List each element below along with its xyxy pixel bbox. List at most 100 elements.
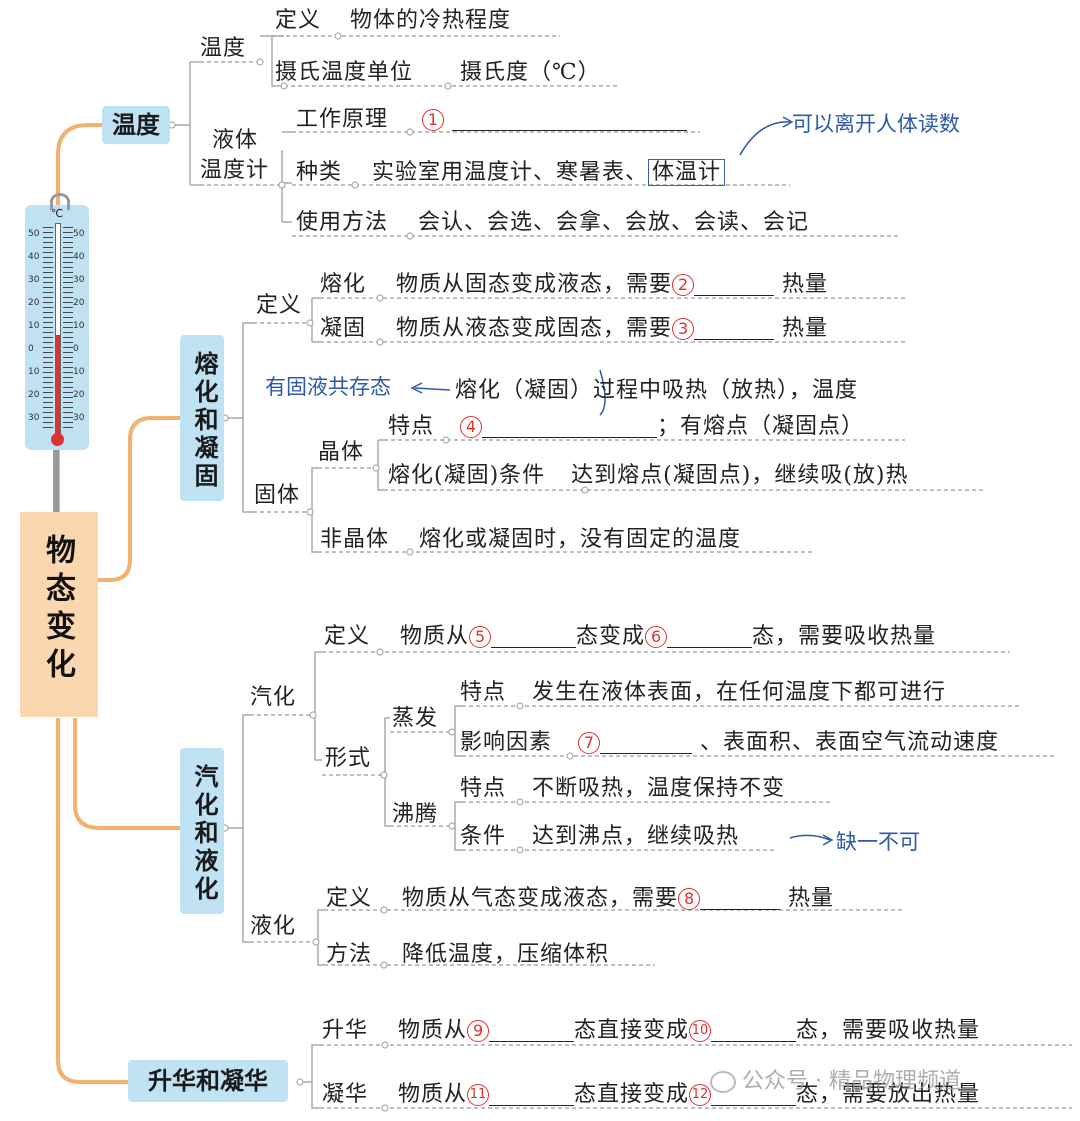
blank-number-12: 12 — [689, 1084, 712, 1106]
section-vaporization: 汽化和液化 — [180, 748, 224, 914]
liquefy-method-row: 方法 降低温度，压缩体积 — [326, 942, 609, 968]
types-key: 种类 — [296, 160, 343, 185]
note-clinical: 可以离开人体读数 — [792, 112, 960, 136]
blank-number-8: 8 — [678, 888, 701, 910]
answer-blank-10[interactable] — [711, 1021, 797, 1042]
section-sublimation-label: 升华和凝华 — [148, 1067, 268, 1095]
liquefy-label: 液化 — [250, 914, 297, 939]
liquefy-method-key: 方法 — [326, 942, 373, 967]
melt-key: 熔化 — [320, 272, 367, 297]
wendu-def-key: 定义 — [275, 8, 322, 33]
boil-cond-key: 条件 — [460, 824, 507, 849]
solidify-val: 物质从液态变成固态，需要 — [396, 316, 673, 341]
answer-blank-3[interactable] — [694, 319, 775, 340]
answer-blank-8[interactable] — [700, 889, 781, 910]
answer-blank-4[interactable] — [482, 417, 658, 438]
amorphous-val: 熔化或凝固时，没有固定的温度 — [419, 527, 742, 552]
answer-blank-12[interactable] — [711, 1085, 797, 1106]
answer-blank-2[interactable] — [694, 275, 775, 296]
deposition-a: 物质从 — [398, 1082, 468, 1107]
solidify-key: 凝固 — [320, 316, 367, 341]
crystal-cond-key: 熔化(凝固)条件 — [388, 463, 546, 488]
section-melting: 熔化和凝固 — [180, 335, 224, 501]
section-temperature: 温度 — [102, 106, 170, 144]
thermometer-stem — [53, 450, 59, 512]
vaporize-def-a: 物质从 — [400, 624, 470, 649]
principle-key: 工作原理 — [296, 107, 389, 132]
wendu-label: 温度 — [200, 36, 247, 61]
types-boxed: 体温计 — [648, 159, 726, 186]
sublimation-key: 升华 — [322, 1018, 369, 1043]
evap-feature-val: 发生在液体表面，在任何温度下都可进行 — [532, 680, 947, 705]
answer-blank-5[interactable] — [491, 627, 577, 648]
blank-number-1: 1 — [422, 109, 445, 131]
crystal-feature-tail: ；有熔点（凝固点） — [657, 414, 865, 439]
blank-number-6: 6 — [645, 626, 668, 648]
usage-key: 使用方法 — [296, 210, 389, 235]
usage-val: 会认、会选、会拿、会放、会读、会记 — [418, 210, 810, 235]
answer-blank-9[interactable] — [489, 1021, 575, 1042]
thermometer-hanger — [50, 193, 70, 210]
crystal-label: 晶体 — [318, 440, 365, 465]
sublimation-b: 态直接变成 — [574, 1018, 690, 1043]
types-val: 实验室用温度计、寒暑表、 — [372, 160, 649, 185]
liquefy-def-val: 物质从气态变成液态，需要 — [402, 886, 679, 911]
answer-blank-11[interactable] — [489, 1085, 575, 1106]
form-label: 形式 — [325, 746, 372, 771]
thermometer-scale-right: 50 40 30 20 10 0 10 20 30 — [73, 229, 85, 423]
deposition-key: 凝华 — [322, 1082, 369, 1107]
blank-number-5: 5 — [469, 626, 492, 648]
vaporize-def-key: 定义 — [324, 624, 371, 649]
process-text: 熔化（凝固）过程中吸热（放热），温度 — [455, 378, 859, 403]
wendu-unit-key: 摄氏温度单位 — [275, 60, 414, 85]
amorphous-key: 非晶体 — [320, 527, 390, 552]
boil-feature-row: 特点 不断吸热，温度保持不变 — [460, 776, 785, 802]
principle-row: 工作原理 1 — [296, 107, 688, 133]
deposition-c: 态，需要放出热量 — [796, 1082, 981, 1107]
melt-val: 物质从固态变成液态，需要 — [396, 272, 673, 297]
boil-feature-val: 不断吸热，温度保持不变 — [532, 776, 786, 801]
thermometer-unit: ℃ — [50, 207, 64, 220]
usage-row: 使用方法 会认、会选、会拿、会放、会读、会记 — [296, 210, 809, 236]
deposition-b: 态直接变成 — [574, 1082, 690, 1107]
blank-number-4: 4 — [460, 416, 483, 438]
answer-blank-7[interactable] — [600, 733, 693, 754]
boil-cond-val: 达到沸点，继续吸热 — [532, 824, 740, 849]
evap-feature-key: 特点 — [460, 680, 507, 705]
liquefy-def-key: 定义 — [326, 886, 373, 911]
evap-feature-row: 特点 发生在液体表面，在任何温度下都可进行 — [460, 680, 946, 706]
evaporation-label: 蒸发 — [392, 706, 439, 731]
root-node: 物态变化 — [20, 512, 98, 717]
thermometer-label-2: 温度计 — [200, 158, 270, 183]
evap-factor-key: 影响因素 — [460, 730, 553, 755]
answer-blank-6[interactable] — [667, 627, 753, 648]
vaporize-label: 汽化 — [250, 685, 297, 710]
blank-number-2: 2 — [672, 274, 695, 296]
sublimation-c: 态，需要吸收热量 — [796, 1018, 981, 1043]
answer-blank-1[interactable] — [452, 110, 688, 131]
evap-factor-tail: 、表面积、表面空气流动速度 — [700, 730, 1000, 755]
note-indispensable: 缺一不可 — [836, 830, 920, 854]
wendu-unit-val: 摄氏度（℃） — [460, 60, 601, 85]
crystal-feature-key: 特点 — [388, 414, 435, 439]
crystal-cond-val: 达到熔点(凝固点)，继续吸(放)热 — [571, 463, 909, 488]
liquefy-method-val: 降低温度，压缩体积 — [402, 942, 610, 967]
thermometer-label-1: 液体 — [212, 128, 259, 153]
solid-label: 固体 — [254, 483, 301, 508]
boil-feature-key: 特点 — [460, 776, 507, 801]
section-vaporization-label: 汽化和液化 — [190, 764, 218, 904]
thermometer-image: ℃ 50 40 30 20 10 0 10 20 30 50 40 30 20 … — [25, 205, 89, 450]
blank-number-3: 3 — [672, 318, 695, 340]
melt-def-label: 定义 — [256, 293, 303, 318]
boiling-label: 沸腾 — [392, 802, 439, 827]
crystal-feature-row: 特点 4 ；有熔点（凝固点） — [388, 414, 864, 440]
sublimation-a: 物质从 — [398, 1018, 468, 1043]
wechat-icon — [710, 1071, 736, 1093]
vaporize-def-b: 态变成 — [576, 624, 646, 649]
blank-number-10: 10 — [689, 1020, 712, 1042]
